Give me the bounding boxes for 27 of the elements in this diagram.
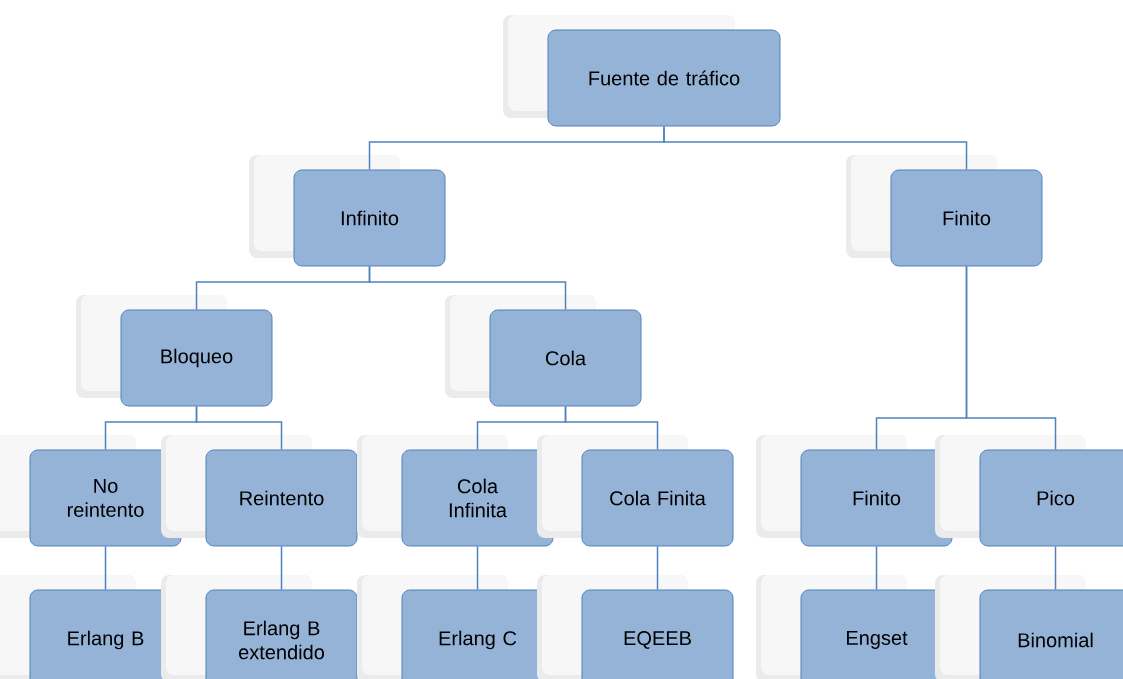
- box: Finito: [756, 435, 953, 547]
- node-label: Erlang C: [439, 630, 517, 650]
- connector-line: [476, 545, 479, 591]
- node-label: Erlang B: [68, 630, 144, 650]
- connector-line: [195, 405, 283, 451]
- box: EQEEB: [537, 575, 734, 679]
- connector-line: [965, 265, 1057, 451]
- box: Cola Finita: [537, 435, 734, 547]
- connector-line: [368, 265, 567, 311]
- connector-line: [104, 545, 107, 591]
- node-label: Engset: [847, 631, 908, 649]
- box: Reintento: [161, 435, 358, 547]
- connector-line: [1054, 545, 1057, 591]
- box: Pico: [935, 435, 1123, 547]
- connector-line: [280, 545, 283, 591]
- connector-line: [564, 405, 659, 451]
- connector-line: [656, 545, 659, 591]
- box: Binomial: [935, 575, 1123, 679]
- box: Infinito: [249, 155, 446, 267]
- connector-line: [663, 125, 968, 171]
- box: Bloqueo: [76, 295, 273, 407]
- box: Erlang B extendido: [161, 575, 358, 679]
- box: Fuente de tráfico: [503, 15, 781, 127]
- box: Cola Infinita: [357, 435, 554, 547]
- box: Finito: [846, 155, 1043, 267]
- connector-line: [875, 545, 878, 591]
- box: Cola: [445, 295, 642, 407]
